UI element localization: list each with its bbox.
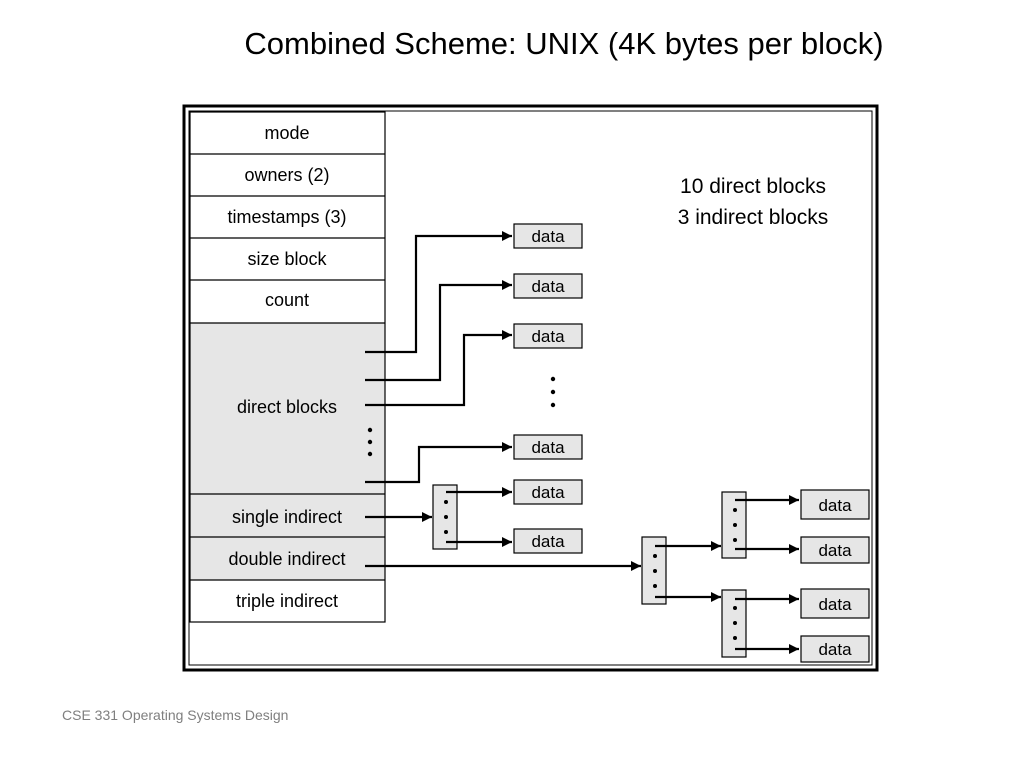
inode-shaded-region bbox=[190, 323, 385, 580]
data-block: data bbox=[513, 323, 583, 349]
data-block: data bbox=[800, 588, 870, 619]
inode-single-indirect-label: single indirect bbox=[232, 507, 342, 527]
data-block: data bbox=[513, 434, 583, 460]
inode-triple-indirect-label: triple indirect bbox=[236, 591, 338, 611]
data-block: data bbox=[800, 489, 870, 520]
data-block-label: data bbox=[531, 438, 565, 457]
data-ellipsis-dot bbox=[550, 389, 556, 395]
note-indirect-count: 3 indirect blocks bbox=[678, 206, 829, 229]
inode-double-indirect-label: double indirect bbox=[228, 549, 345, 569]
data-block: data bbox=[513, 273, 583, 299]
data-block: data bbox=[513, 223, 583, 249]
note-direct-count: 10 direct blocks bbox=[680, 175, 826, 198]
data-ellipsis-dot bbox=[550, 402, 556, 408]
data-block-label: data bbox=[531, 483, 565, 502]
diagram-frame-outer bbox=[182, 104, 879, 672]
data-block: data bbox=[800, 536, 870, 564]
data-block-label: data bbox=[818, 496, 852, 515]
second-level-indirect-block bbox=[721, 491, 747, 559]
inode-field-owners: owners (2) bbox=[244, 165, 329, 185]
data-block: data bbox=[513, 479, 583, 505]
single-indirect-block bbox=[432, 484, 458, 550]
direct-ellipsis-dot bbox=[367, 451, 373, 457]
direct-pointer-arrow bbox=[365, 231, 512, 354]
data-block-label: data bbox=[818, 595, 852, 614]
second-level-indirect-block bbox=[721, 589, 747, 658]
inode-field-size-block: size block bbox=[247, 249, 327, 269]
inode-field-count: count bbox=[265, 290, 309, 310]
inode-direct-blocks-label: direct blocks bbox=[237, 397, 337, 417]
data-block-label: data bbox=[818, 541, 852, 560]
data-ellipsis-dot bbox=[550, 376, 556, 382]
data-block-label: data bbox=[531, 227, 565, 246]
direct-ellipsis-dot bbox=[367, 427, 373, 433]
inode-field-timestamps: timestamps (3) bbox=[227, 207, 346, 227]
direct-pointer-arrow bbox=[365, 280, 512, 382]
data-block-label: data bbox=[531, 277, 565, 296]
direct-ellipsis-dot bbox=[367, 439, 373, 445]
data-block-label: data bbox=[531, 532, 565, 551]
diagram-frame-inner bbox=[188, 110, 873, 666]
data-block: data bbox=[513, 528, 583, 554]
inode-field-mode: mode bbox=[264, 123, 309, 143]
slide-footer: CSE 331 Operating Systems Design bbox=[62, 707, 289, 723]
data-block: data bbox=[800, 635, 870, 663]
direct-pointer-arrow bbox=[365, 330, 512, 407]
inode-column-border bbox=[189, 111, 386, 623]
double-indirect-block bbox=[641, 536, 667, 605]
direct-pointer-arrow bbox=[365, 442, 512, 484]
inode-table: mode owners (2) timestamps (3) size bloc… bbox=[189, 111, 386, 623]
slide-title: Combined Scheme: UNIX (4K bytes per bloc… bbox=[244, 26, 884, 61]
data-block-label: data bbox=[818, 640, 852, 659]
data-block-label: data bbox=[531, 327, 565, 346]
